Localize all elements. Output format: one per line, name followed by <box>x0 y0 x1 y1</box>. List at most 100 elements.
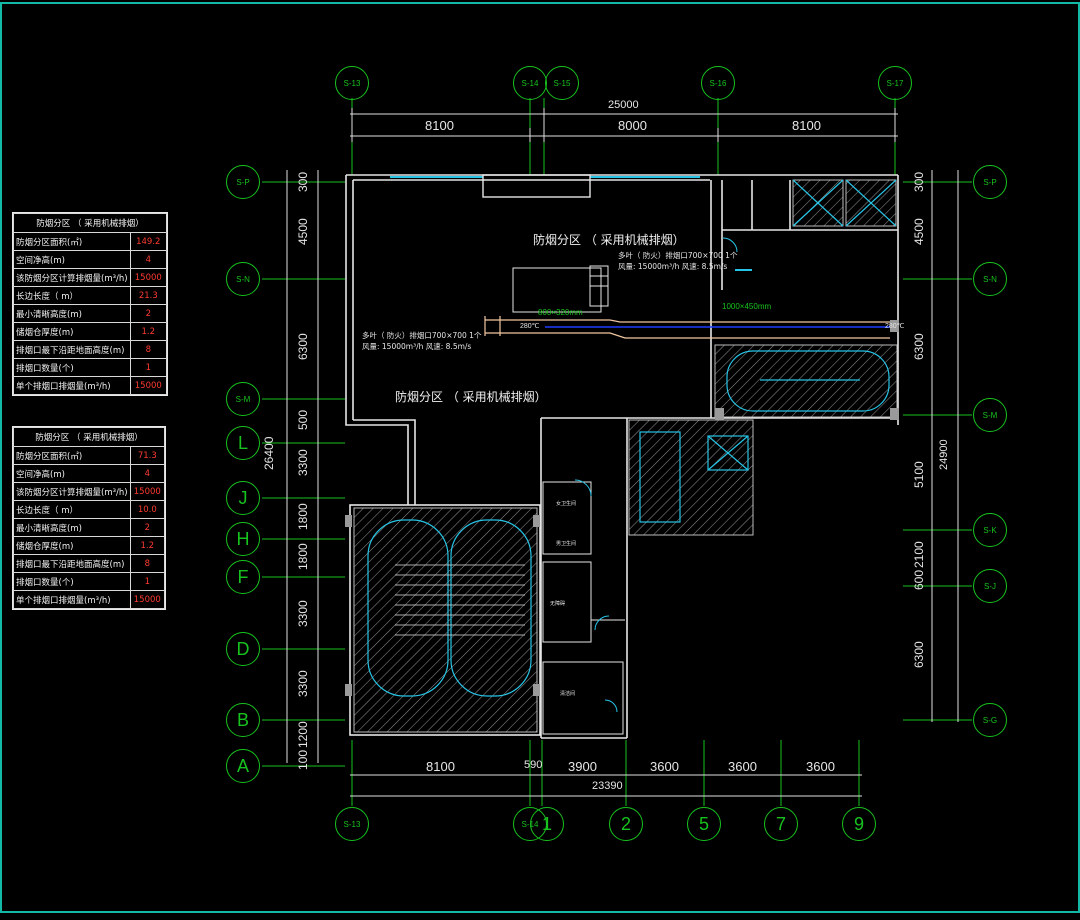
left-axis-lines <box>262 181 345 767</box>
row-label: 空间净高(m) <box>13 464 131 483</box>
axis-bubble-right-5: S-G <box>973 703 1007 737</box>
table1-title: 防烟分区 （ 采用机械排烟） <box>13 213 167 233</box>
table-row: 排烟口数量(个)1 <box>13 358 168 377</box>
table2-title: 防烟分区 （ 采用机械排烟） <box>13 427 165 447</box>
right-axis-lines <box>903 181 972 721</box>
right-total-dim: 24900 <box>938 439 950 470</box>
fire-damper-2: 280℃ <box>885 323 905 330</box>
exhaust-note-left-2: 风量: 15000m³/h 风速: 8.5m/s <box>362 342 472 351</box>
exhaust-note-left-1: 多叶（ 防火）排烟口700×700 1个 <box>362 331 482 340</box>
right-dimension-lines <box>931 170 959 722</box>
right-dim-1: 4500 <box>912 218 926 245</box>
row-label: 防烟分区面积(㎡) <box>13 446 131 465</box>
row-label: 排烟口数量(个) <box>13 572 131 591</box>
stair-treads <box>395 564 525 636</box>
row-value: 2 <box>129 304 168 323</box>
row-label: 长边长度（ m） <box>13 286 131 305</box>
restrooms <box>542 481 625 735</box>
table-row: 排烟口数量(个)1 <box>13 572 166 591</box>
bottom-total-dim: 23390 <box>592 780 623 792</box>
axis-bubble-left-9: A <box>226 749 260 783</box>
left-dim-6: 1800 <box>296 543 310 570</box>
axis-bubble-bottom-2: 1 <box>530 807 564 841</box>
table-row: 空间净高(m)4 <box>13 250 168 269</box>
walls <box>345 174 899 739</box>
duct-size-b: 1000×450mm <box>722 302 772 311</box>
door-swings <box>574 237 738 713</box>
bottom-dimension-lines <box>350 774 862 797</box>
axis-bubble-top-4: S-17 <box>878 66 912 100</box>
left-dim-0: 300 <box>296 171 310 192</box>
bottom-dim-6: 3600 <box>806 759 835 774</box>
table-row: 该防烟分区计算排烟量(m³/h)15000 <box>13 268 168 287</box>
exhaust-note-top-2: 风量: 15000m³/h 风速: 8.5m/s <box>618 262 728 271</box>
top-total-dim: 25000 <box>608 99 639 111</box>
row-label: 储烟仓厚度(m) <box>13 536 131 555</box>
stair-details <box>367 179 897 697</box>
left-total-dim: 26400 <box>262 436 276 470</box>
right-dim-3: 5100 <box>912 461 926 488</box>
bottom-dim-3: 3900 <box>568 759 597 774</box>
axis-bubble-right-3: S-K <box>973 513 1007 547</box>
axis-bubble-left-0: S-P <box>226 165 260 199</box>
left-dim-7: 3300 <box>296 600 310 627</box>
row-label: 最小清晰高度(m) <box>13 518 131 537</box>
room-label-2: 男卫生间 <box>556 541 577 547</box>
left-dim-3: 500 <box>296 409 310 430</box>
row-label: 长边长度（ m） <box>13 500 131 519</box>
fire-damper-1: 280℃ <box>520 323 540 330</box>
exhaust-note-top-1: 多叶（ 防火）排烟口700×700 1个 <box>618 251 738 260</box>
row-value: 4 <box>129 464 166 483</box>
zone-label-upper: 防烟分区 （ 采用机械排烟） <box>533 233 685 247</box>
row-label: 排烟口最下沿距地面高度(m) <box>13 554 131 573</box>
top-dim-2: 8000 <box>618 118 647 133</box>
table-row: 排烟口最下沿距地面高度(m)8 <box>13 554 166 573</box>
axis-bubble-bottom-3: 2 <box>609 807 643 841</box>
bottom-dim-2: 590 <box>524 759 543 771</box>
top-dim-3: 8100 <box>792 118 821 133</box>
axis-bubble-left-5: H <box>226 522 260 556</box>
windows <box>390 176 752 271</box>
left-dim-4: 3300 <box>296 449 310 476</box>
row-value: 1 <box>129 358 168 377</box>
row-value: 21.3 <box>129 286 168 305</box>
left-dim-5: 1800 <box>296 503 310 530</box>
table-row: 最小清晰高度(m)2 <box>13 304 168 323</box>
row-value: 8 <box>129 340 168 359</box>
left-dim-8: 3300 <box>296 670 310 697</box>
duct-size-a: 800×320mm <box>538 308 583 317</box>
axis-bubble-left-7: D <box>226 632 260 666</box>
left-dim-10: 100 <box>296 749 310 770</box>
axis-bubble-top-3: S-16 <box>701 66 735 100</box>
axis-bubble-left-3: L <box>226 426 260 460</box>
table-row: 最小清晰高度(m)2 <box>13 518 166 537</box>
right-dim-5: 600 <box>912 569 926 590</box>
table-row: 防烟分区面积(㎡)71.3 <box>13 446 166 465</box>
right-dim-6: 6300 <box>912 641 926 668</box>
shafts <box>512 265 609 313</box>
axis-bubble-right-4: S-J <box>973 569 1007 603</box>
columns <box>345 320 899 696</box>
hatched-areas <box>353 179 898 733</box>
axis-bubble-right-1: S-N <box>973 262 1007 296</box>
row-label: 单个排烟口排烟量(m³/h) <box>13 376 131 395</box>
row-label: 单个排烟口排烟量(m³/h) <box>13 590 131 609</box>
row-value: 8 <box>129 554 166 573</box>
row-value: 149.2 <box>129 232 168 251</box>
table-row: 储烟仓厚度(m)1.2 <box>13 536 166 555</box>
row-label: 防烟分区面积(㎡) <box>13 232 131 251</box>
left-dimension-lines <box>286 170 319 763</box>
right-dim-4: 2100 <box>912 541 926 568</box>
room-label-4: 清洁间 <box>560 691 576 697</box>
table-row: 排烟口最下沿距地面高度(m)8 <box>13 340 168 359</box>
bottom-dim-4: 3600 <box>650 759 679 774</box>
row-value: 15000 <box>129 590 166 609</box>
bottom-axis-lines <box>351 740 860 806</box>
right-dim-0: 300 <box>912 171 926 192</box>
row-label: 该防烟分区计算排烟量(m³/h) <box>13 482 131 501</box>
table-row: 单个排烟口排烟量(m³/h)15000 <box>13 590 166 609</box>
row-label: 空间净高(m) <box>13 250 131 269</box>
axis-bubble-top-1: S-14 <box>513 66 547 100</box>
